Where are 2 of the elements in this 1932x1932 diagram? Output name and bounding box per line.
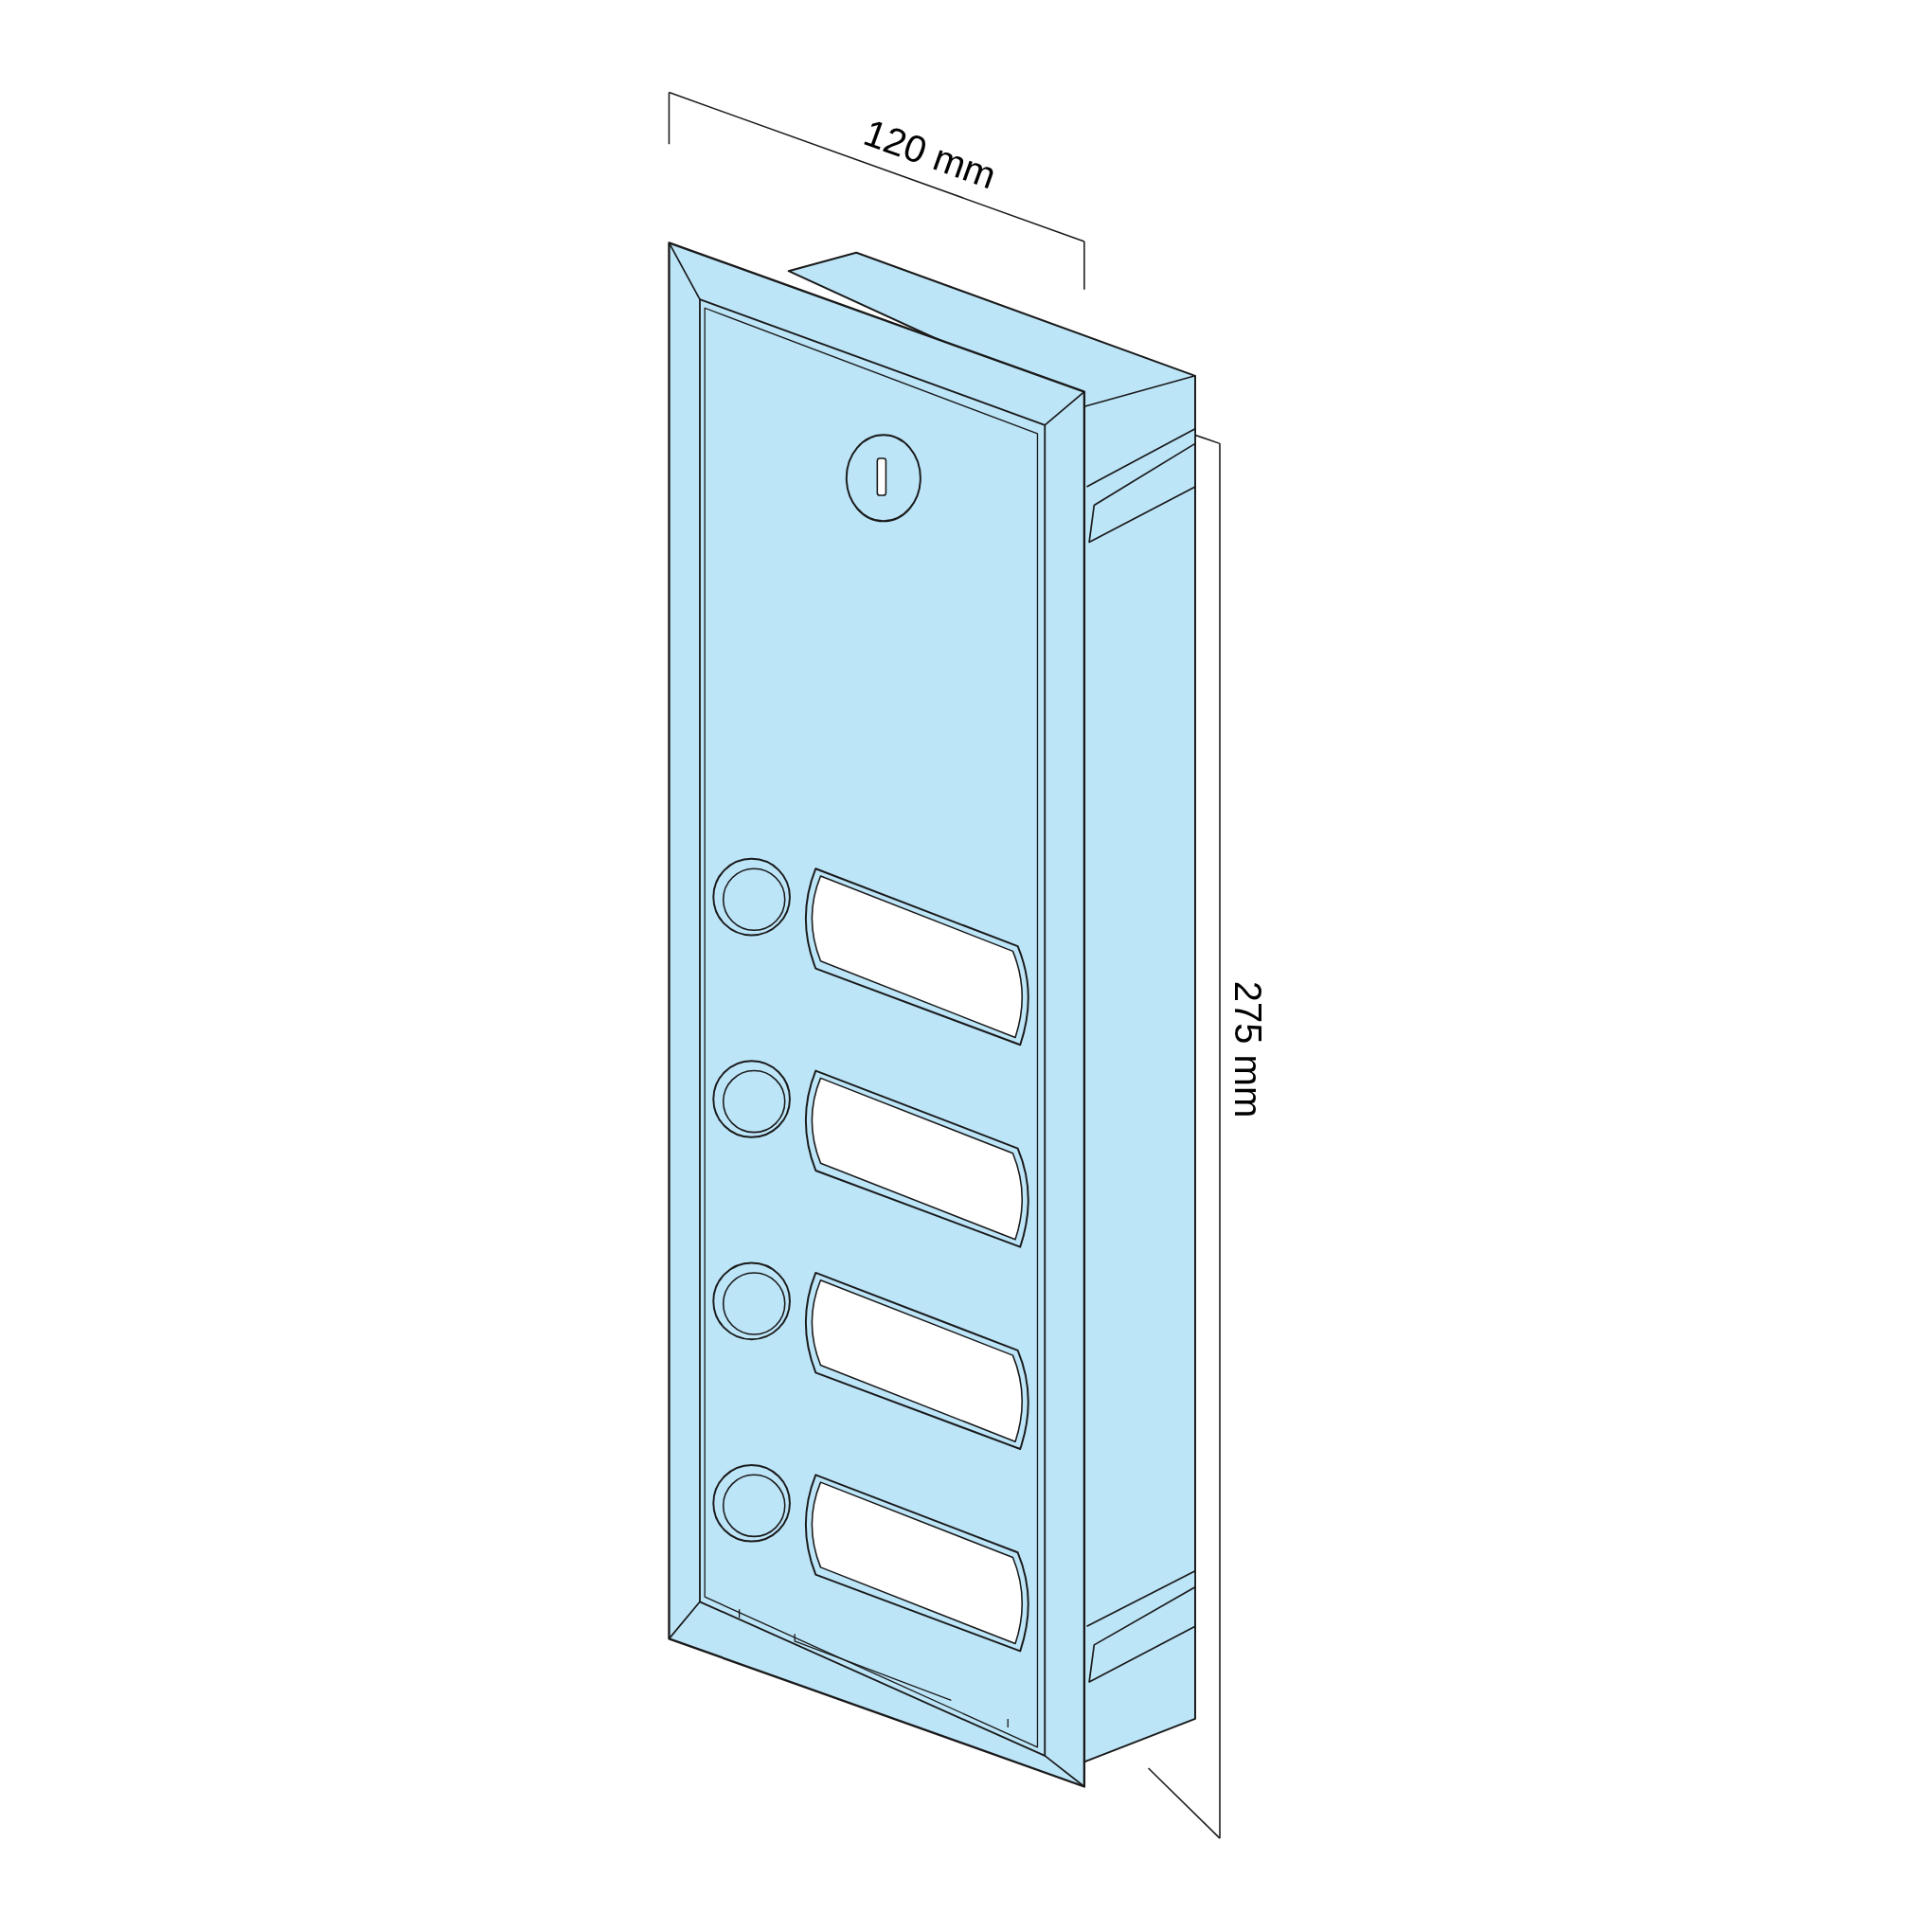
dimension-label: 120 mm [858, 111, 1002, 198]
dimension-label: 275 mm [1225, 980, 1269, 1118]
